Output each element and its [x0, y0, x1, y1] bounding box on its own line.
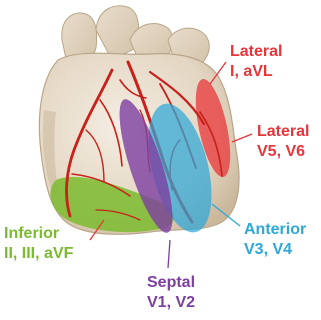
label-septal-title: Septal [147, 273, 195, 293]
label-lateral-high-title: Lateral [230, 42, 282, 62]
label-lateral-low-leads: V5, V6 [257, 142, 309, 162]
label-inferior-title: Inferior [4, 224, 73, 244]
label-lateral-high: Lateral I, aVL [230, 42, 282, 82]
label-anterior: Anterior V3, V4 [244, 220, 306, 260]
label-inferior-leads: II, III, aVF [4, 244, 73, 264]
label-septal: Septal V1, V2 [147, 273, 195, 313]
label-anterior-title: Anterior [244, 220, 306, 240]
label-inferior: Inferior II, III, aVF [4, 224, 73, 264]
septal-pointer [168, 240, 170, 268]
label-lateral-low: Lateral V5, V6 [257, 122, 309, 162]
label-lateral-low-title: Lateral [257, 122, 309, 142]
label-septal-leads: V1, V2 [147, 293, 195, 313]
label-lateral-high-leads: I, aVL [230, 62, 282, 82]
label-anterior-leads: V3, V4 [244, 240, 306, 260]
